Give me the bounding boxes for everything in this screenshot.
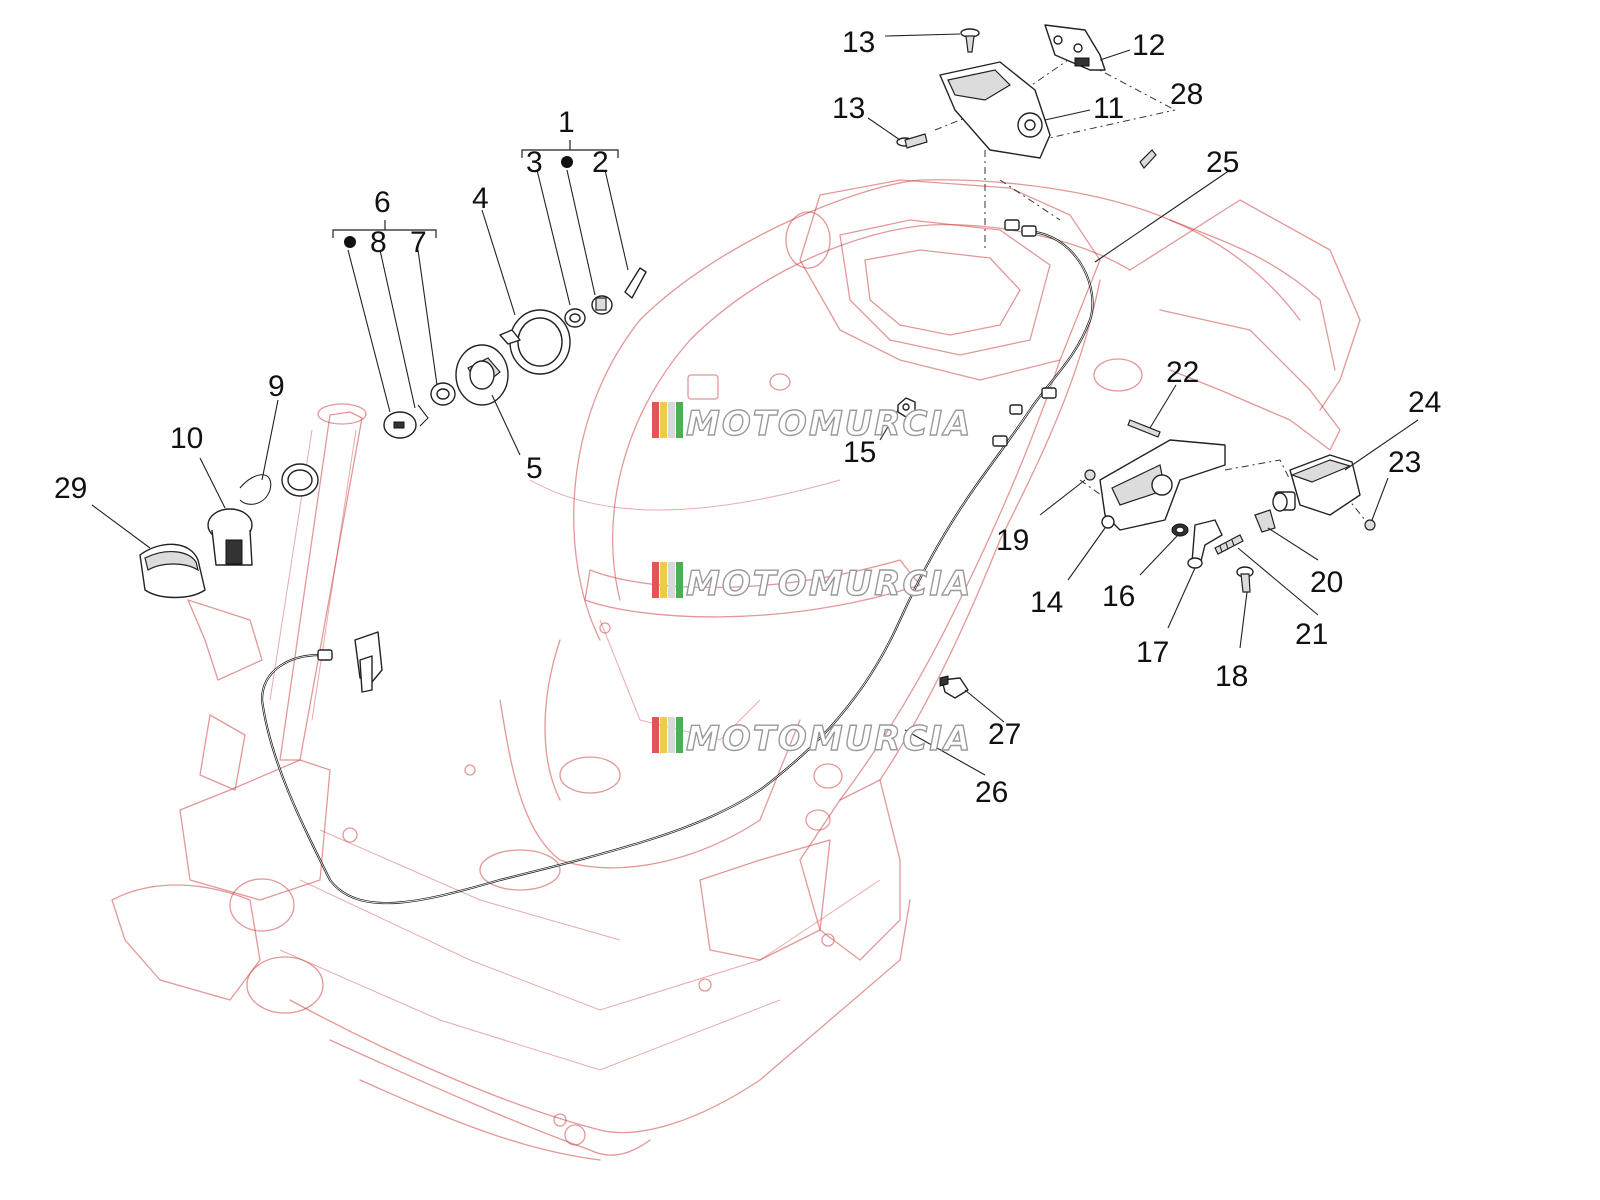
callout-18: 18: [1215, 660, 1248, 693]
callout-14: 14: [1030, 586, 1063, 619]
part-13-screw-top: [960, 28, 980, 53]
watermark-middle: MOTOMURCIA: [652, 562, 972, 605]
scooter-frame-body: [111, 179, 1361, 1161]
callout-24: 24: [1408, 386, 1441, 419]
part-12-hinge-plate: [1044, 24, 1106, 71]
callout-13b: 13: [832, 92, 865, 125]
callout-21: 21: [1295, 618, 1328, 651]
part-18-bolt: [1236, 566, 1254, 593]
leader-lines: [91, 33, 1419, 776]
part-11-lock-bracket: [939, 61, 1051, 159]
callout-labels: 1 2 3 4 5 6 7 8 9 10 11 12 13 13 14 15 1…: [54, 26, 1441, 809]
part-21-spring: [1214, 534, 1244, 555]
callout-1: 1: [558, 106, 575, 139]
part-5-lock-body: [455, 344, 509, 406]
watermark-text: MOTOMURCIA: [686, 564, 972, 604]
part-14-seat-lock: [1099, 439, 1226, 531]
group-bracket-1: [521, 140, 619, 168]
callout-8: 8: [370, 226, 387, 259]
watermark-stripe: [676, 402, 683, 438]
callout-29: 29: [54, 472, 87, 505]
watermark-stripe: [652, 562, 659, 598]
part-washer: [430, 382, 456, 406]
watermark-top: MOTOMURCIA: [652, 402, 972, 445]
callout-6: 6: [374, 186, 391, 219]
callout-7: 7: [410, 226, 427, 259]
part-7-key-spring: [417, 404, 429, 427]
part-2-insert: [591, 267, 647, 315]
group-bracket-6: [332, 220, 437, 248]
part-16-clip: [1171, 523, 1189, 537]
part-8-lock-cylinder: [383, 411, 417, 439]
part-13-screw-side: [896, 133, 928, 149]
watermark-stripe: [676, 717, 683, 753]
watermark-bottom: MOTOMURCIA: [652, 717, 972, 760]
watermark-stripe: [660, 562, 667, 598]
part-27-cable-clip: [939, 675, 969, 699]
part-3-o-ring: [564, 308, 586, 328]
callout-9: 9: [268, 370, 285, 403]
part-15-nut: [897, 397, 916, 418]
part-29-cover-cap: [139, 543, 206, 599]
callout-5: 5: [526, 452, 543, 485]
part-19-nut: [1084, 469, 1096, 481]
callout-20: 20: [1310, 566, 1343, 599]
watermark-stripe: [660, 402, 667, 438]
callout-28: 28: [1170, 78, 1203, 111]
callout-26: 26: [975, 776, 1008, 809]
part-9-ring-clip: [239, 474, 272, 505]
callout-16: 16: [1102, 580, 1135, 613]
part-22-bolt: [1127, 419, 1161, 438]
callout-23: 23: [1388, 446, 1421, 479]
part-23-nut: [1364, 519, 1376, 531]
callout-17: 17: [1136, 636, 1169, 669]
watermark-stripe: [668, 402, 675, 438]
callout-25: 25: [1206, 146, 1239, 179]
callout-10: 10: [170, 422, 203, 455]
steering-flange: [281, 463, 319, 497]
callout-12: 12: [1132, 29, 1165, 62]
callout-22: 22: [1166, 356, 1199, 389]
callout-19: 19: [996, 524, 1029, 557]
callout-11: 11: [1093, 92, 1124, 125]
watermark-text: MOTOMURCIA: [686, 719, 972, 759]
watermark-stripe: [652, 717, 659, 753]
callout-13a: 13: [842, 26, 875, 59]
watermark-stripe: [652, 402, 659, 438]
watermark-stripe: [668, 717, 675, 753]
watermark-stripe: [660, 717, 667, 753]
watermark-stripe: [668, 562, 675, 598]
callout-3: 3: [526, 146, 543, 179]
front-release-bracket: [354, 631, 383, 693]
part-20-cable-fitting: [1254, 509, 1276, 533]
part-10-socket: [207, 508, 253, 566]
part-4-lock-ring: [499, 309, 571, 375]
part-24-actuator: [1272, 454, 1361, 516]
callout-2: 2: [592, 146, 609, 179]
part-28-pin: [1139, 149, 1157, 169]
callout-27: 27: [988, 718, 1021, 751]
callout-15: 15: [843, 436, 876, 469]
callout-4: 4: [472, 182, 489, 215]
seat-release-cables: [260, 219, 1094, 905]
watermark-text: MOTOMURCIA: [686, 404, 972, 444]
part-17-lever: [1187, 519, 1223, 569]
watermark-stripe: [676, 562, 683, 598]
